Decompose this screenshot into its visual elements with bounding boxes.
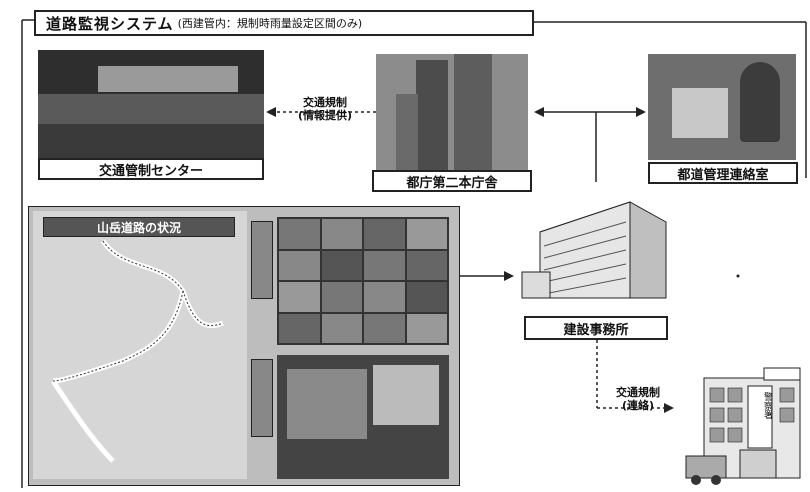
road-office-label: 都道管理連絡室 — [648, 162, 798, 184]
system-title: 道路監視システム (西建管内：規制時雨量設定区間のみ) — [34, 10, 534, 36]
contact-line2: (連絡) — [621, 399, 655, 412]
construction-office-label: 建設事務所 — [524, 316, 668, 340]
traffic-center-label: 交通管制センター — [38, 158, 264, 180]
tocho-building-photo — [376, 54, 528, 170]
office-building-illustration — [521, 201, 667, 299]
road-route — [50, 239, 224, 463]
road-office-photo — [648, 54, 796, 160]
tocho-label: 都庁第二本庁舎 — [372, 170, 532, 192]
camera-detail-view — [277, 355, 449, 479]
road-office-text: 都道管理連絡室 — [677, 167, 769, 183]
traffic-center-text: 交通管制センター — [98, 163, 203, 179]
construction-office-text: 建設事務所 — [563, 322, 629, 338]
tocho-text: 都庁第二本庁舎 — [406, 175, 498, 191]
info-provision-line1: 交通規制 — [303, 96, 347, 109]
mountain-map: 山岳道路の状況 — [33, 211, 247, 479]
info-provision-label: 交通規制 (情報提供) — [280, 96, 370, 122]
camera-panel-sidebar-top — [251, 221, 273, 299]
police-building-illustration — [685, 367, 801, 485]
info-provision-line2: (情報提供) — [297, 109, 353, 122]
contact-label: 交通規制 (連絡) — [606, 386, 670, 412]
title-main: 道路監視システム — [46, 14, 174, 33]
monitor-panel: 山岳道路の状況 — [28, 206, 460, 486]
police-sign: 警察署 — [762, 392, 772, 419]
map-title: 山岳道路の状況 — [43, 217, 235, 237]
camera-grid — [277, 217, 449, 345]
camera-panel-sidebar-bottom — [251, 359, 273, 437]
contact-line1: 交通規制 — [616, 386, 660, 399]
police-station-building: 警察署 — [684, 364, 808, 488]
construction-office-building — [520, 198, 670, 306]
title-sub: (西建管内：規制時雨量設定区間のみ) — [177, 17, 363, 30]
traffic-center-photo — [38, 50, 264, 160]
